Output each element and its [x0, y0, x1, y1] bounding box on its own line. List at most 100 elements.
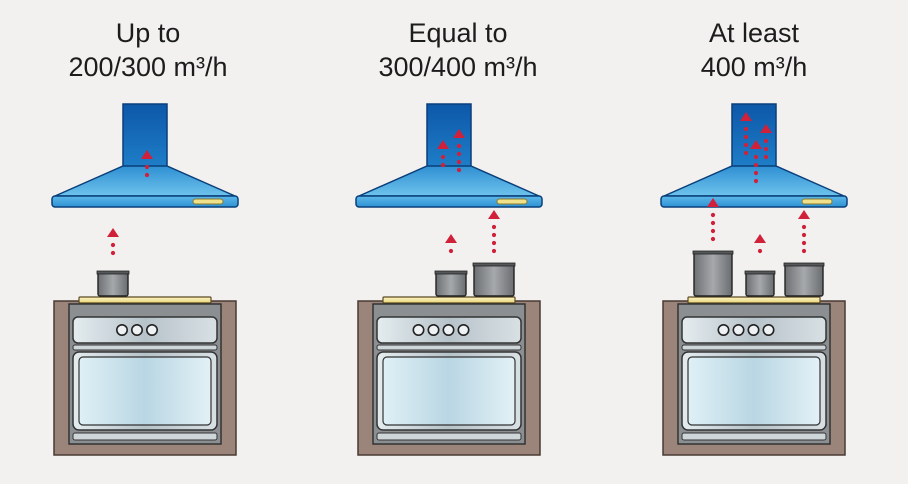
- airflow-dot: [710, 220, 716, 226]
- oven-icon: [662, 296, 846, 456]
- scenario-caption-high: At least 400 m³/h: [614, 16, 894, 84]
- pot-rim: [434, 270, 468, 275]
- airflow-dot: [801, 232, 807, 238]
- caption-line-2: 400 m³/h: [700, 52, 808, 82]
- pot-rim: [472, 262, 516, 267]
- hood-chimney: [731, 103, 777, 169]
- caption-line-2: 200/300 m³/h: [68, 52, 228, 82]
- airflow-dot: [710, 236, 716, 242]
- airflow-dot: [710, 228, 716, 234]
- airflow-dot: [456, 143, 462, 149]
- airflow-dot: [753, 162, 759, 168]
- airflow-arrow-icon: [453, 129, 465, 138]
- airflow-dot: [743, 126, 749, 132]
- airflow-dot: [491, 240, 497, 246]
- airflow-dot: [491, 248, 497, 254]
- airflow-arrow-icon: [798, 210, 810, 219]
- airflow-dot: [753, 170, 759, 176]
- pot-rim: [692, 250, 734, 255]
- range-hood-icon: [51, 103, 239, 208]
- countertop: [78, 296, 212, 304]
- airflow-dot: [763, 154, 769, 160]
- oven-window: [687, 356, 821, 426]
- knob-icon: [747, 323, 760, 336]
- pot-body: [473, 263, 515, 297]
- airflow-dot: [757, 248, 763, 254]
- hood-canopy: [358, 165, 540, 197]
- oven-drawer: [376, 432, 522, 441]
- airflow-arrow-icon: [760, 124, 772, 133]
- airflow-dot: [763, 146, 769, 152]
- airflow-dot: [763, 138, 769, 144]
- oven-icon: [357, 296, 541, 456]
- knob-icon: [732, 323, 745, 336]
- airflow-dot: [440, 162, 446, 168]
- airflow-dot: [743, 134, 749, 140]
- airflow-arrow-icon: [445, 234, 457, 243]
- airflow-dot: [491, 232, 497, 238]
- oven-handle: [681, 344, 827, 351]
- airflow-dot: [456, 167, 462, 173]
- airflow-arrow-icon: [707, 198, 719, 207]
- airflow-dot: [753, 154, 759, 160]
- scenario-caption-medium: Equal to 300/400 m³/h: [318, 16, 598, 84]
- scenario-high: [660, 103, 848, 456]
- hood-canopy: [54, 165, 236, 197]
- oven-handle: [72, 344, 218, 351]
- range-hood-icon: [660, 103, 848, 208]
- control-panel: [72, 316, 218, 344]
- airflow-arrow-icon: [107, 228, 119, 237]
- pot-body: [693, 251, 733, 297]
- pot-body: [745, 271, 775, 297]
- knob-icon: [442, 323, 455, 336]
- hood-lip: [355, 195, 543, 208]
- airflow-arrow-icon: [488, 210, 500, 219]
- knob-icon: [427, 323, 440, 336]
- pot-body: [435, 271, 467, 297]
- scenario-caption-low: Up to 200/300 m³/h: [8, 16, 288, 84]
- cooking-pot-icon: [744, 270, 776, 297]
- range-hood-icon: [355, 103, 543, 208]
- hood-lip: [51, 195, 239, 208]
- airflow-dot: [743, 142, 749, 148]
- airflow-arrow-icon: [754, 234, 766, 243]
- oven-window: [78, 356, 212, 426]
- pot-body: [784, 263, 824, 297]
- airflow-dot: [110, 242, 116, 248]
- caption-line-1: Up to: [115, 18, 181, 48]
- knob-icon: [762, 323, 775, 336]
- airflow-arrow-icon: [437, 140, 449, 149]
- airflow-dot: [753, 178, 759, 184]
- airflow-dot: [144, 172, 150, 178]
- hood-chimney: [426, 103, 472, 169]
- knob-icon: [131, 323, 144, 336]
- pot-body: [97, 271, 129, 297]
- airflow-dot: [710, 212, 716, 218]
- hood-light: [192, 198, 224, 205]
- knob-icon: [116, 323, 129, 336]
- airflow-dot: [448, 248, 454, 254]
- airflow-dot: [144, 164, 150, 170]
- oven-drawer: [681, 432, 827, 441]
- cooking-pot-icon: [783, 262, 825, 297]
- scenario-low: [51, 103, 239, 456]
- airflow-arrow-icon: [750, 140, 762, 149]
- cooking-pot-icon: [472, 262, 516, 297]
- pot-rim: [744, 270, 776, 275]
- pot-rim: [783, 262, 825, 267]
- knob-icon: [146, 323, 159, 336]
- cooking-pot-icon: [434, 270, 468, 297]
- airflow-dot: [491, 224, 497, 230]
- caption-line-1: Equal to: [408, 18, 508, 48]
- airflow-arrow-icon: [740, 112, 752, 121]
- airflow-dot: [440, 154, 446, 160]
- airflow-arrow-icon: [141, 150, 153, 159]
- oven-handle: [376, 344, 522, 351]
- countertop: [687, 296, 821, 304]
- caption-line-2: 300/400 m³/h: [378, 52, 538, 82]
- countertop: [382, 296, 516, 304]
- hood-light: [496, 198, 528, 205]
- caption-line-1: At least: [708, 18, 800, 48]
